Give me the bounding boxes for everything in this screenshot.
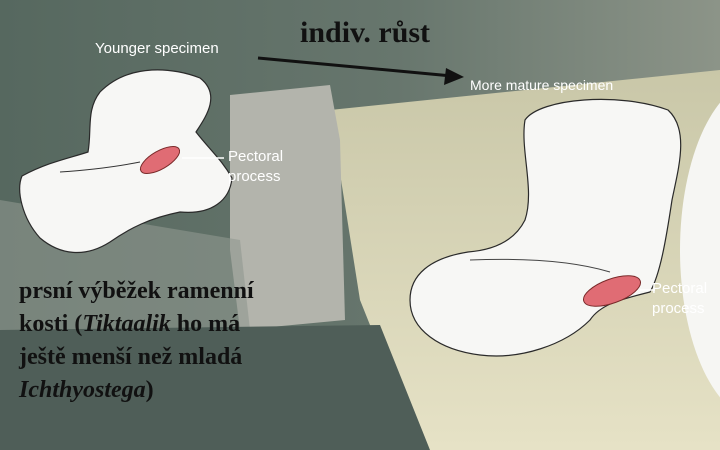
caption-line-4b: ) xyxy=(146,377,154,403)
label-growth: indiv. růst xyxy=(300,16,430,50)
caption-line-4a: Ichthyostega xyxy=(19,377,146,403)
label-pectoral-young-1: Pectoral xyxy=(228,148,283,165)
caption-line-3: ještě menší než mladá xyxy=(19,344,242,370)
caption-line-2a: kosti ( xyxy=(19,311,82,337)
label-pectoral-mature-1: Pectoral xyxy=(652,280,707,297)
label-mature-specimen: More mature specimen xyxy=(470,77,613,93)
caption-line-2b: Tiktaalik xyxy=(82,311,170,337)
label-pectoral-young-2: process xyxy=(228,168,281,185)
caption-line-2c: ho má xyxy=(171,311,240,337)
label-younger-specimen: Younger specimen xyxy=(95,40,219,57)
caption-line-1: prsní výběžek ramenní xyxy=(19,278,254,304)
label-pectoral-mature-2: process xyxy=(652,300,705,317)
caption-text: prsní výběžek ramenní kosti (Tiktaalik h… xyxy=(19,275,379,407)
